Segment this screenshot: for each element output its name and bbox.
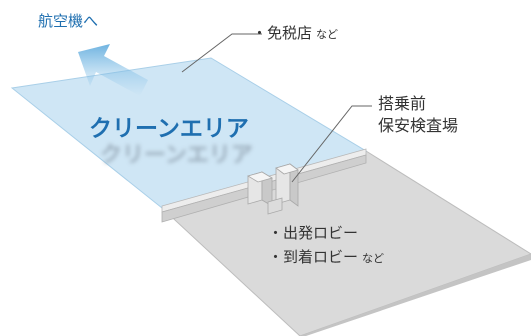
shop-suffix: など	[316, 28, 339, 41]
security-gate	[247, 163, 299, 215]
shop-leader-line	[181, 33, 262, 73]
clean-area-label-shadow: クリーンエリア	[100, 143, 253, 168]
lobby-suffix: など	[362, 252, 385, 265]
to-plane-label: 航空機へ	[38, 12, 99, 30]
security-label-line1: 搭乗前	[378, 94, 427, 113]
public-area-edge	[300, 254, 531, 336]
lobby-bullet: ・	[268, 224, 284, 242]
shop-label: ・免税店など	[252, 26, 338, 41]
security-label-line2: 保安検査場	[378, 116, 459, 135]
shop-text: 免税店	[267, 24, 313, 42]
lobby-bullet: ・	[268, 248, 284, 266]
clean-area-label: クリーンエリア	[89, 116, 249, 142]
lobby-text: 出発ロビー	[283, 224, 359, 242]
lobby-item-arrival: ・到着ロビーなど	[268, 250, 384, 265]
shop-bullet: ・	[252, 24, 268, 42]
lobby-item-departure: ・出発ロビー	[268, 226, 358, 241]
security-leader-line	[291, 105, 372, 183]
to-plane-arrow	[78, 44, 148, 96]
lobby-text: 到着ロビー	[283, 248, 359, 266]
